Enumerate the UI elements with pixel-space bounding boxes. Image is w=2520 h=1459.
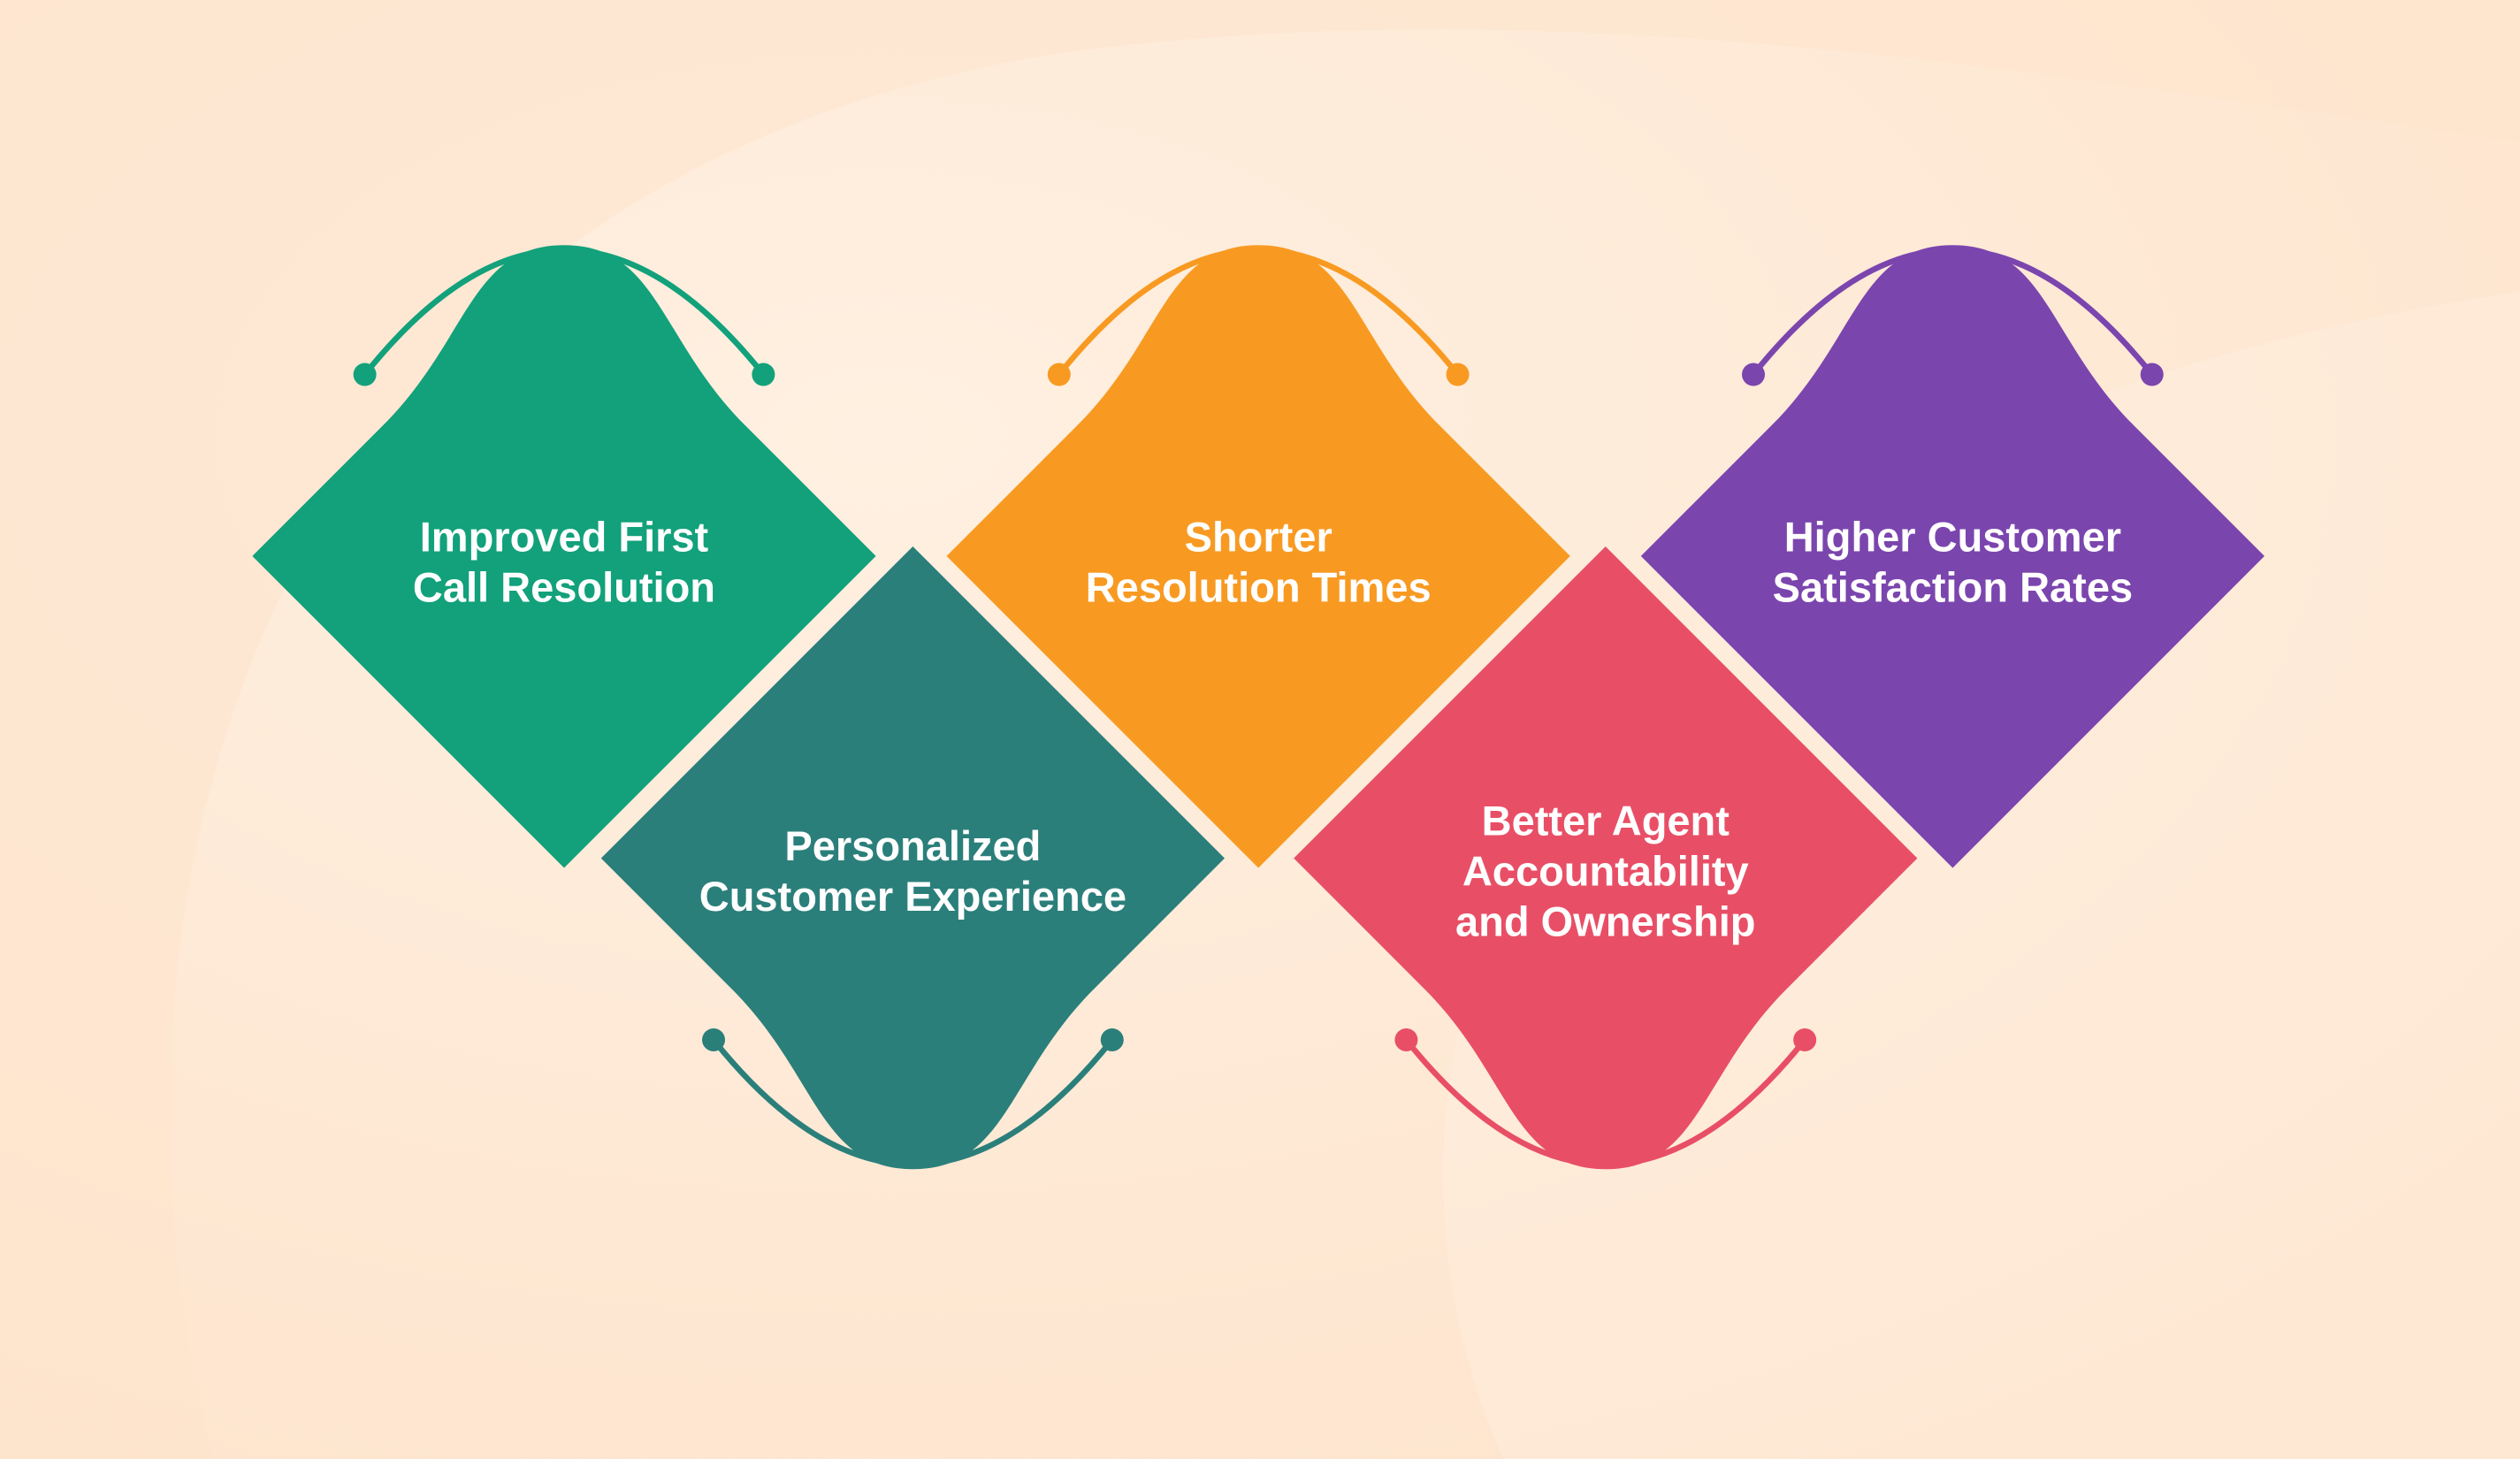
connector-arc xyxy=(710,1036,1116,1168)
connector-dot xyxy=(1742,363,1766,386)
benefit-label-line: and Ownership xyxy=(1455,898,1756,945)
connector-dot xyxy=(1446,363,1470,386)
benefit-label-line: Better Agent xyxy=(1482,798,1730,844)
diamond-shape xyxy=(1294,546,1918,1170)
benefit-label-line: Customer Experience xyxy=(699,873,1126,920)
connector-dot xyxy=(2140,363,2164,386)
connector-dot xyxy=(1394,1027,1418,1051)
benefit-label-line: Improved First xyxy=(420,513,709,560)
benefit-label-line: Shorter xyxy=(1185,513,1333,560)
diamond-shape xyxy=(252,245,876,868)
connector-arc xyxy=(1750,247,2156,378)
benefit-label-line: Resolution Times xyxy=(1086,563,1432,610)
connector-dot xyxy=(1793,1027,1817,1051)
connector-dot xyxy=(1047,363,1071,386)
background-swoosh-2 xyxy=(1442,292,2520,1459)
diamond-shape xyxy=(946,245,1570,868)
diamond-shape xyxy=(1640,245,2265,868)
benefit-label-line: Higher Customer xyxy=(1784,513,2121,560)
connector-arc xyxy=(1056,247,1461,378)
benefit-label-line: Personalized xyxy=(784,822,1041,869)
benefit-label-line: Accountability xyxy=(1462,848,1749,895)
connector-dot xyxy=(752,363,775,386)
diamond-shape xyxy=(600,546,1226,1170)
connector-arc xyxy=(1403,1036,1808,1168)
connector-arc xyxy=(362,247,767,378)
benefit-label-line: Call Resolution xyxy=(413,563,715,610)
connector-dot xyxy=(353,363,377,386)
benefit-label-line: Satisfaction Rates xyxy=(1773,563,2133,610)
connector-dot xyxy=(1100,1027,1124,1051)
connector-dot xyxy=(702,1027,726,1051)
